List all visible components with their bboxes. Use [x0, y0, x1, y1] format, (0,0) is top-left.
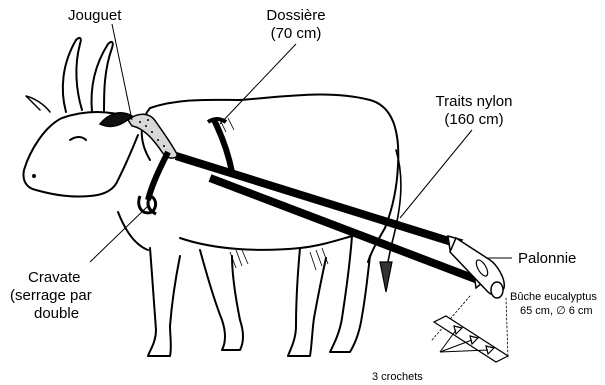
- ox-front-leg-left: [148, 248, 180, 356]
- label-cravate-line1: Cravate: [28, 269, 81, 286]
- ox-horn-left: [63, 38, 82, 112]
- label-palonnie: Palonnie: [518, 250, 576, 267]
- harness: [128, 114, 504, 298]
- cravate-strap: [148, 152, 168, 200]
- label-dossiere-line2: (70 cm): [271, 25, 322, 42]
- palonnier-log-end: [491, 282, 503, 298]
- ox-horn-right: [92, 42, 113, 112]
- leader-dossiere: [220, 44, 296, 124]
- ox-ear-left: [26, 96, 50, 112]
- leader-traits: [400, 130, 472, 218]
- ox-hind-leg-left: [288, 248, 326, 356]
- leader-jouguet: [112, 24, 132, 120]
- ox-tail-tuft: [380, 262, 392, 292]
- label-traits-line1: Traits nylon: [436, 93, 513, 110]
- cravate-knot: [139, 196, 156, 214]
- ox-hind-leg-right: [330, 236, 370, 352]
- label-traits-line2: (160 cm): [444, 111, 503, 128]
- ox-front-leg-right: [200, 250, 243, 350]
- ox-illustration: [24, 38, 401, 356]
- jouguet-pad: [128, 114, 178, 158]
- dossiere-strap: [214, 120, 232, 172]
- label-dossiere-line1: Dossière: [266, 7, 325, 24]
- ox-nostril: [32, 174, 36, 178]
- label-jouguet: Jouguet: [68, 7, 122, 24]
- trait-lower: [210, 178, 478, 280]
- ox-belly: [180, 236, 352, 250]
- label-crochets: 3 crochets: [372, 371, 423, 383]
- label-cravate-line2: (serrage par: [10, 287, 92, 304]
- trait-upper: [176, 156, 452, 242]
- ox-ear-right: [100, 113, 132, 127]
- label-buche-line2: 65 cm, ∅ 6 cm: [520, 305, 593, 317]
- ox-eye: [70, 137, 86, 140]
- label-cravate-line3: double: [34, 305, 79, 322]
- label-buche-line1: Bûche eucalyptus: [510, 291, 597, 303]
